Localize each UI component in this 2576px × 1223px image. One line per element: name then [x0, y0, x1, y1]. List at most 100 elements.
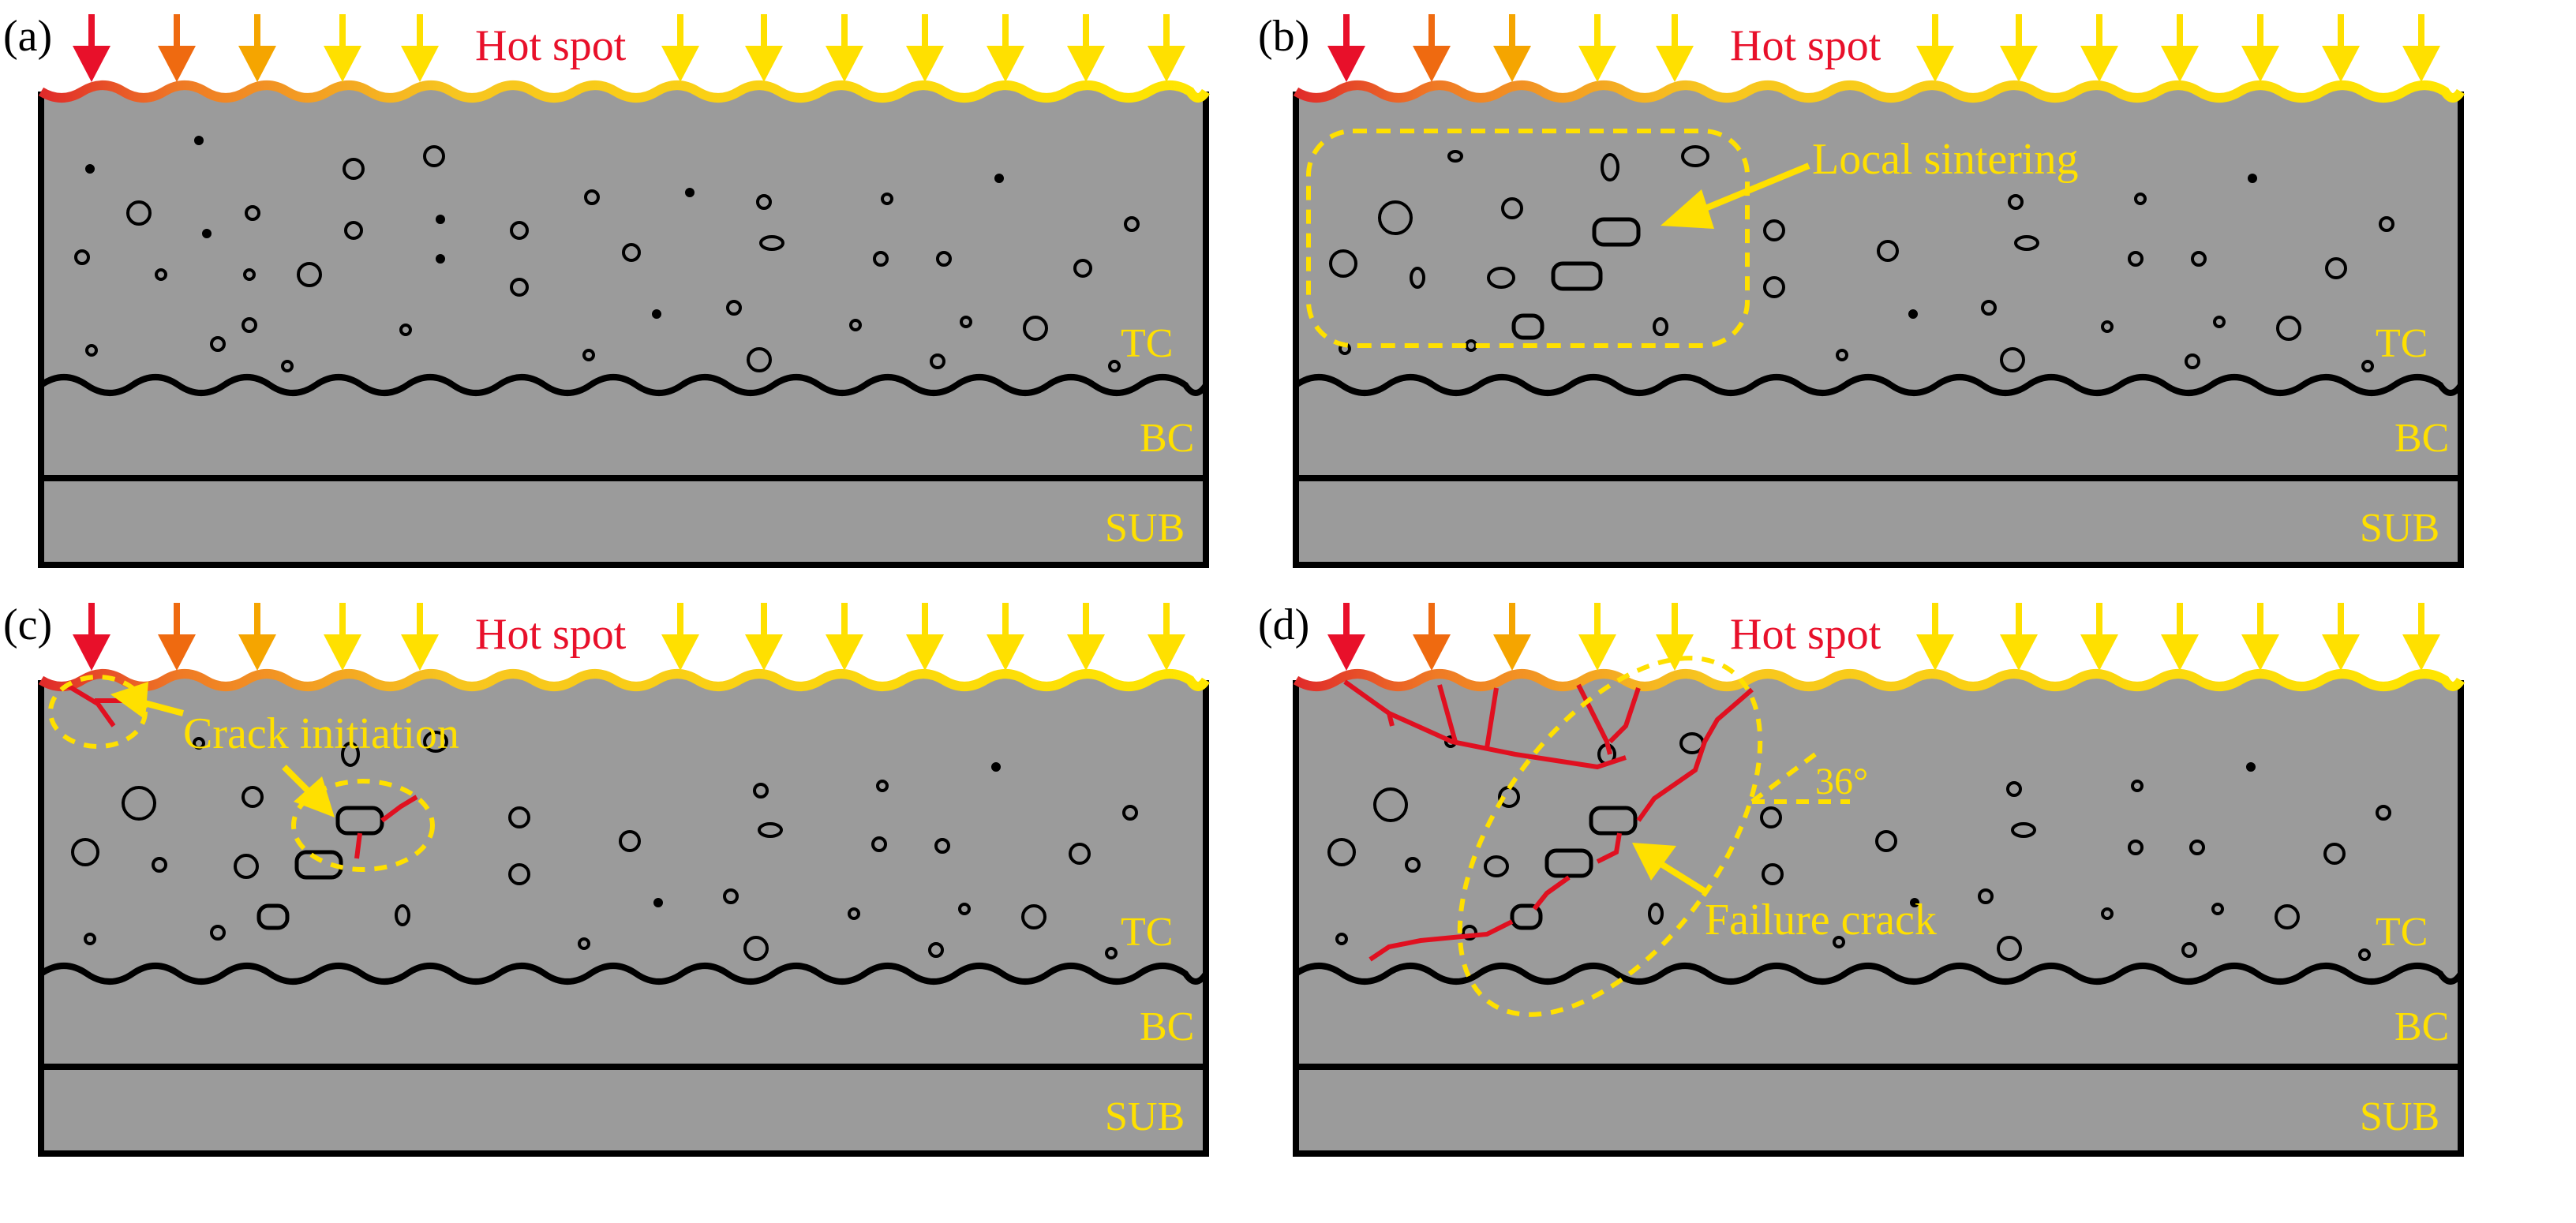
pore — [1978, 888, 1994, 904]
pore — [1544, 848, 1593, 878]
pore — [1378, 200, 1413, 235]
heat-arrow-icon — [2161, 603, 2199, 671]
pore — [281, 360, 294, 372]
heat-arrow-icon — [2000, 603, 2038, 671]
tc-bc-interface — [39, 374, 1209, 396]
heat-arrow-icon — [661, 603, 699, 671]
heat-arrow-icon — [1578, 14, 1616, 82]
layer-label-bc: BC — [1140, 416, 1194, 461]
pore — [152, 857, 167, 873]
coating-body — [1296, 674, 2461, 1154]
pore — [1511, 313, 1544, 340]
pore — [1447, 150, 1463, 163]
pore — [510, 278, 529, 297]
heat-arrow-icon — [1327, 603, 1365, 671]
pore — [2361, 360, 2374, 372]
heat-arrow-icon — [2241, 14, 2279, 82]
pore — [1836, 349, 1848, 361]
pore — [2211, 903, 2224, 915]
pore — [1681, 145, 1709, 167]
pore — [1501, 197, 1523, 219]
layer-label-sub: SUB — [1105, 1094, 1185, 1139]
coating-body — [41, 674, 1206, 1154]
heat-arrow-icon — [2161, 14, 2199, 82]
annotation-arrow-icon — [1700, 163, 1810, 213]
layer-label-tc: TC — [2376, 910, 2428, 955]
pore — [876, 780, 889, 792]
pore — [2181, 942, 2197, 958]
pore — [71, 838, 99, 866]
pore — [202, 229, 212, 238]
pore — [1648, 903, 1664, 925]
pore — [873, 251, 889, 267]
annotation-angle: 36° — [1815, 761, 1868, 802]
pore — [423, 731, 448, 753]
pore — [1908, 309, 1918, 319]
layer-label-bc: BC — [2394, 1004, 2449, 1049]
pore — [2128, 251, 2144, 267]
coating-frame — [1293, 92, 2464, 568]
layer-label-bc: BC — [2394, 416, 2449, 461]
coating-frame — [38, 92, 1209, 568]
heat-arrow-icon — [238, 14, 276, 82]
layer-label-tc: TC — [2376, 321, 2428, 366]
pore — [1023, 316, 1048, 341]
pore — [395, 904, 410, 926]
heat-arrow-icon — [158, 603, 196, 671]
crack-line — [1608, 687, 1641, 744]
pore — [399, 324, 412, 336]
pore — [2379, 216, 2394, 232]
pore — [1981, 300, 1997, 316]
pore — [2014, 235, 2039, 251]
heat-arrow-icon — [324, 603, 361, 671]
pore — [2134, 193, 2147, 205]
tc-bc-interface — [1294, 374, 2464, 396]
pore — [1021, 904, 1046, 929]
pore — [652, 309, 661, 319]
pore — [510, 221, 529, 240]
crack-line — [65, 683, 116, 727]
hot-surface — [38, 80, 1211, 103]
pore — [508, 863, 530, 885]
pore — [753, 783, 769, 799]
heat-arrow-icon — [906, 603, 944, 671]
pore — [2008, 194, 2024, 210]
heat-arrow-icon — [2080, 14, 2118, 82]
hot-spot-label: Hot spot — [475, 610, 627, 659]
heat-arrow-icon — [826, 603, 863, 671]
pore — [155, 268, 167, 281]
heat-arrow-icon — [2322, 603, 2360, 671]
pore — [1763, 276, 1785, 298]
pore — [193, 737, 205, 750]
crack-line — [1387, 712, 1395, 727]
pore — [1105, 947, 1118, 959]
annotation-arrowhead-icon — [294, 776, 335, 817]
crack-line — [1485, 687, 1499, 749]
pore — [436, 254, 445, 264]
pore — [2213, 316, 2226, 328]
pore — [1997, 936, 2022, 961]
heat-arrow-icon — [1916, 14, 1954, 82]
pore — [849, 319, 862, 331]
pore — [2248, 174, 2257, 183]
pore — [1329, 249, 1357, 278]
heat-arrow-icon — [1578, 603, 1616, 671]
heat-arrow-icon — [661, 14, 699, 82]
pore — [1069, 843, 1091, 865]
pore — [1335, 933, 1348, 945]
layer-label-bc: BC — [1140, 1004, 1194, 1049]
pore — [2358, 948, 2371, 961]
pore — [619, 830, 641, 852]
hot-spot-label: Hot spot — [475, 21, 627, 70]
pore — [256, 903, 290, 930]
pore — [930, 353, 945, 369]
crack-line — [380, 795, 418, 823]
pore — [234, 854, 259, 879]
pores — [74, 136, 1140, 372]
heat-arrow-icon — [2080, 603, 2118, 671]
pore — [1462, 925, 1477, 941]
